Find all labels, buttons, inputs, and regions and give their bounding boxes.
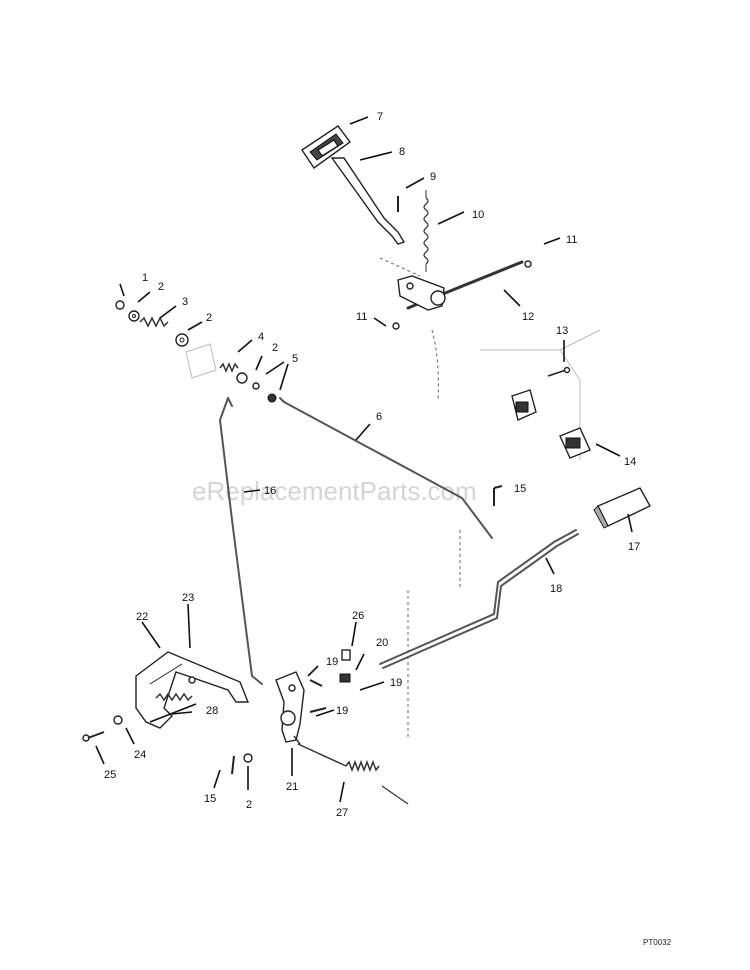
callout-14: 14	[624, 456, 636, 468]
link-rod	[218, 397, 263, 685]
callout-19: 19	[390, 677, 402, 689]
callout-3: 3	[182, 296, 188, 308]
callout-19: 19	[326, 656, 338, 668]
callout-19: 19	[336, 705, 348, 717]
control-rod	[279, 397, 493, 539]
callout-labels: 1 2 3 2 4 2 5 6 7 8 9 10 11 11 12 13 14 …	[104, 111, 640, 819]
spring	[423, 190, 429, 272]
callout-17: 17	[628, 541, 640, 553]
callout-11: 11	[566, 234, 577, 246]
callout-2: 2	[158, 281, 164, 293]
clip-parts	[309, 649, 351, 713]
callout-18: 18	[550, 583, 562, 595]
pedal-cover	[593, 487, 651, 529]
callout-26: 26	[352, 610, 364, 622]
mounting-bracket	[511, 366, 571, 421]
callout-4: 4	[258, 331, 264, 343]
callout-2: 2	[246, 799, 252, 811]
callout-2: 2	[272, 342, 278, 354]
watermark: eReplacementParts.com	[192, 476, 477, 506]
callout-10: 10	[472, 209, 484, 221]
callout-28: 28	[206, 705, 218, 717]
callout-12: 12	[522, 311, 534, 323]
callout-5: 5	[292, 353, 298, 365]
callout-15: 15	[514, 483, 526, 495]
lever-plate	[275, 671, 305, 745]
callout-1: 1	[142, 272, 148, 284]
callout-15: 15	[204, 793, 216, 805]
bracket-spring	[155, 676, 196, 702]
spring-stack	[115, 300, 189, 347]
frame-ghost	[480, 329, 601, 460]
bolt-washer	[82, 715, 123, 742]
callout-9: 9	[430, 171, 436, 183]
callout-2: 2	[206, 312, 212, 324]
callout-13: 13	[556, 325, 568, 337]
callout-22: 22	[136, 611, 148, 623]
return-spring	[297, 743, 409, 805]
callout-20: 20	[376, 637, 388, 649]
pedal-arm	[330, 157, 406, 245]
leader-lines	[95, 116, 633, 803]
ghost-plate	[185, 343, 217, 379]
callout-6: 6	[376, 411, 382, 423]
mount-bracket	[135, 651, 250, 729]
pedal-shaft	[397, 260, 524, 311]
shift-rod	[379, 529, 579, 669]
callout-11: 11	[356, 311, 367, 323]
pivot-pin	[231, 753, 253, 775]
callout-21: 21	[286, 781, 298, 793]
figure-code: PT0032	[643, 938, 672, 947]
washer-pair	[392, 260, 532, 330]
spring-stack-lower	[219, 362, 277, 403]
clip	[493, 485, 503, 506]
callout-7: 7	[377, 111, 383, 123]
callout-24: 24	[134, 749, 146, 761]
callout-16: 16	[264, 485, 276, 497]
pedal-pad	[301, 125, 351, 169]
callout-8: 8	[399, 146, 405, 158]
callout-23: 23	[182, 592, 194, 604]
pedal-bracket	[559, 427, 591, 459]
callout-27: 27	[336, 807, 348, 819]
callout-25: 25	[104, 769, 116, 781]
